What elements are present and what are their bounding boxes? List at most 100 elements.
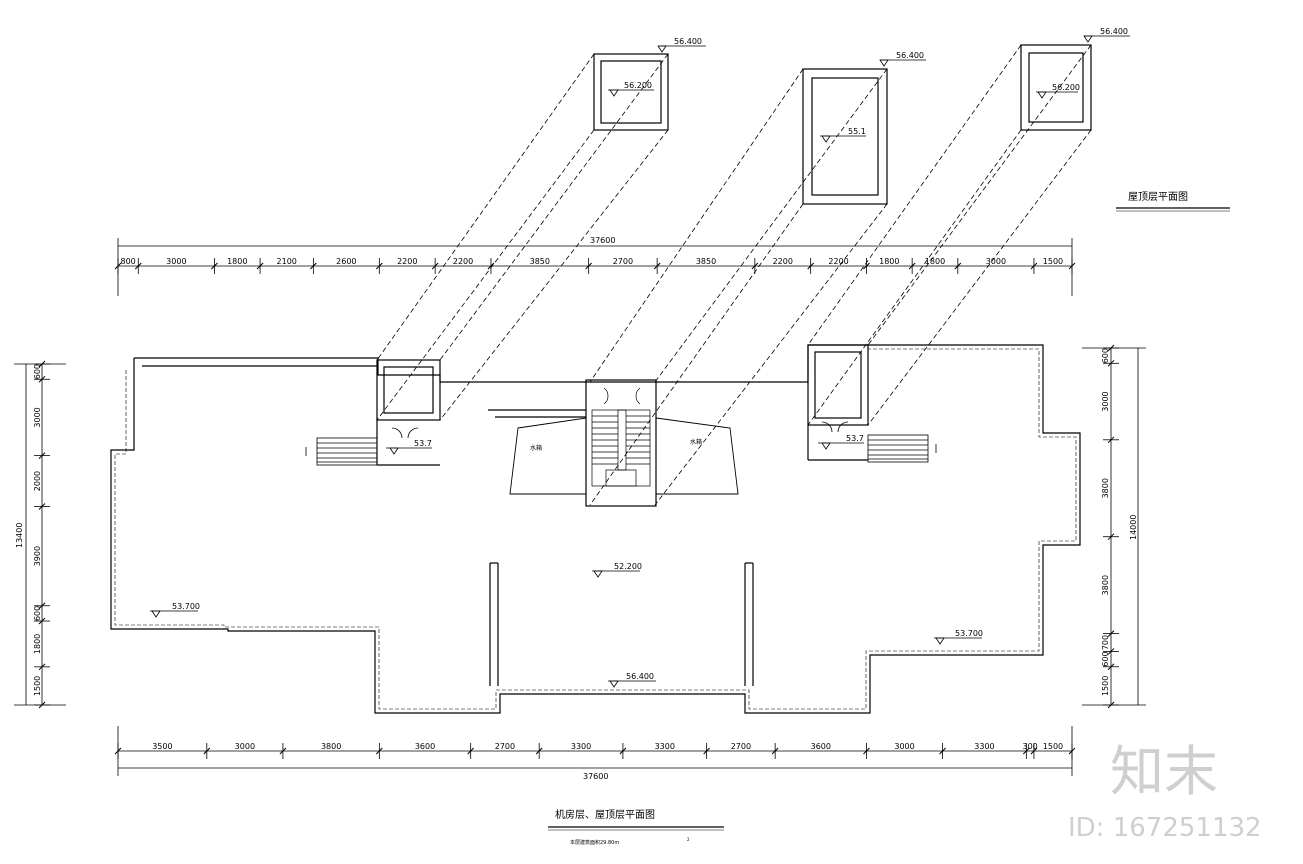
dimension-slash: [211, 262, 218, 270]
dimension-slash: [619, 747, 627, 755]
svg-text:56.200: 56.200: [1052, 83, 1080, 92]
right-stair: [867, 434, 937, 463]
left-doors: [391, 427, 419, 439]
dimension-label: 3850: [696, 257, 716, 266]
level-marker-center: 52.200: [592, 562, 642, 578]
dimension-label: 2200: [828, 257, 848, 266]
roof-plan-title: 屋顶层平面图: [1116, 191, 1230, 212]
dimension-slash: [1107, 630, 1115, 637]
projection-lines: [376, 44, 1092, 506]
svg-text:53.700: 53.700: [955, 629, 983, 638]
watermark-logo: 知末: [1110, 740, 1218, 803]
right-machine-room: [807, 344, 869, 461]
dimension-label: 3300: [571, 742, 591, 751]
dimension-label: 3850: [530, 257, 550, 266]
level-marker-box1-inner: 56.200: [608, 81, 654, 97]
level-marker-left-wing: 53.700: [150, 602, 200, 618]
dimension-slash: [38, 375, 46, 383]
dimension-slash: [1107, 359, 1115, 367]
svg-text:55.1: 55.1: [848, 127, 866, 136]
svg-text:56.200: 56.200: [624, 81, 652, 90]
svg-text:56.400: 56.400: [1100, 27, 1128, 36]
svg-text:56.400: 56.400: [626, 672, 654, 681]
dimension-label: 800: [121, 257, 136, 266]
dimension-slash: [863, 262, 870, 270]
dimension-slash: [771, 747, 779, 755]
dimension-slash: [203, 747, 211, 755]
dimension-label: 3300: [974, 742, 994, 751]
room-label-right: 水箱: [690, 438, 702, 446]
dimension-label: 3000: [986, 257, 1006, 266]
dimension-slash: [1107, 533, 1115, 541]
dimension-slash: [375, 747, 383, 755]
dimension-slash: [38, 602, 46, 610]
bottom-dimension-chain: [117, 726, 1073, 776]
dimension-label: 1800: [925, 257, 945, 266]
right-doors: [821, 421, 849, 433]
dimension-slash: [310, 262, 317, 270]
room-label-left: 水箱: [530, 444, 542, 452]
dimension-slash: [1107, 648, 1115, 655]
svg-text:53.7: 53.7: [846, 434, 864, 443]
detail-box-3: [1020, 44, 1092, 131]
top-dimension-chain: [117, 238, 1073, 296]
dimension-slash: [279, 747, 287, 755]
dimension-label: 2200: [773, 257, 793, 266]
dimension-label: 600: [33, 364, 42, 379]
dimension-slash: [939, 747, 946, 755]
dimension-label: 3000: [894, 742, 914, 751]
left-machine-room: [376, 359, 441, 466]
dimension-slash: [487, 262, 495, 270]
dimension-label: 3800: [1101, 478, 1110, 498]
left-total-dimension: 13400: [15, 523, 24, 548]
dimension-slash: [1030, 262, 1038, 270]
dimension-label: 1500: [1043, 742, 1063, 751]
dimension-label: 2700: [613, 257, 633, 266]
level-marker-box1-outer: 56.400: [657, 37, 706, 53]
dimension-label: 2700: [731, 742, 751, 751]
dimension-label: 2200: [397, 257, 417, 266]
dimension-slash: [585, 262, 593, 270]
level-marker-box2-inner: 55.1: [820, 127, 866, 143]
dimension-slash: [38, 701, 46, 709]
central-stair: [590, 381, 652, 487]
dimension-label: 1800: [227, 257, 247, 266]
dimension-label: 600: [1101, 651, 1110, 666]
dimension-label: 3000: [33, 407, 42, 427]
svg-text:2: 2: [687, 837, 690, 842]
dimension-label: 3300: [655, 742, 675, 751]
dimension-slash: [908, 262, 916, 270]
dimension-slash: [114, 262, 122, 270]
svg-text:56.400: 56.400: [896, 51, 924, 60]
dimension-label: 3500: [152, 742, 172, 751]
dimension-label: 1800: [33, 634, 42, 654]
dimension-label: 3600: [811, 742, 831, 751]
dimension-slash: [535, 747, 543, 755]
level-marker-box2-outer: 56.400: [879, 51, 926, 67]
dimension-slash: [38, 360, 46, 368]
right-total-dimension: 14000: [1129, 515, 1138, 540]
dimension-label: 3000: [166, 257, 186, 266]
dimension-slash: [807, 262, 815, 270]
dimension-slash: [1022, 747, 1030, 755]
dimension-slash: [375, 262, 383, 270]
dimension-slash: [134, 262, 142, 270]
dimension-slash: [1068, 262, 1076, 270]
dimension-slash: [256, 262, 264, 270]
watermark-id: ID: 167251132: [1068, 813, 1262, 843]
level-marker-right-wing: 53.700: [934, 629, 983, 645]
left-stair: [305, 437, 378, 466]
dimension-label: 2100: [277, 257, 297, 266]
dimension-label: 3000: [235, 742, 255, 751]
court-right: [744, 562, 754, 686]
central-core: [488, 379, 657, 507]
dimension-label: 300: [1022, 742, 1037, 751]
dimension-slash: [1107, 701, 1115, 709]
roof-parapet: [110, 344, 1081, 714]
roof-parapet-dashed: [114, 348, 1077, 710]
svg-text:56.400: 56.400: [674, 37, 702, 46]
dimension-slash: [653, 262, 661, 270]
dimension-label: 700: [1101, 635, 1110, 650]
